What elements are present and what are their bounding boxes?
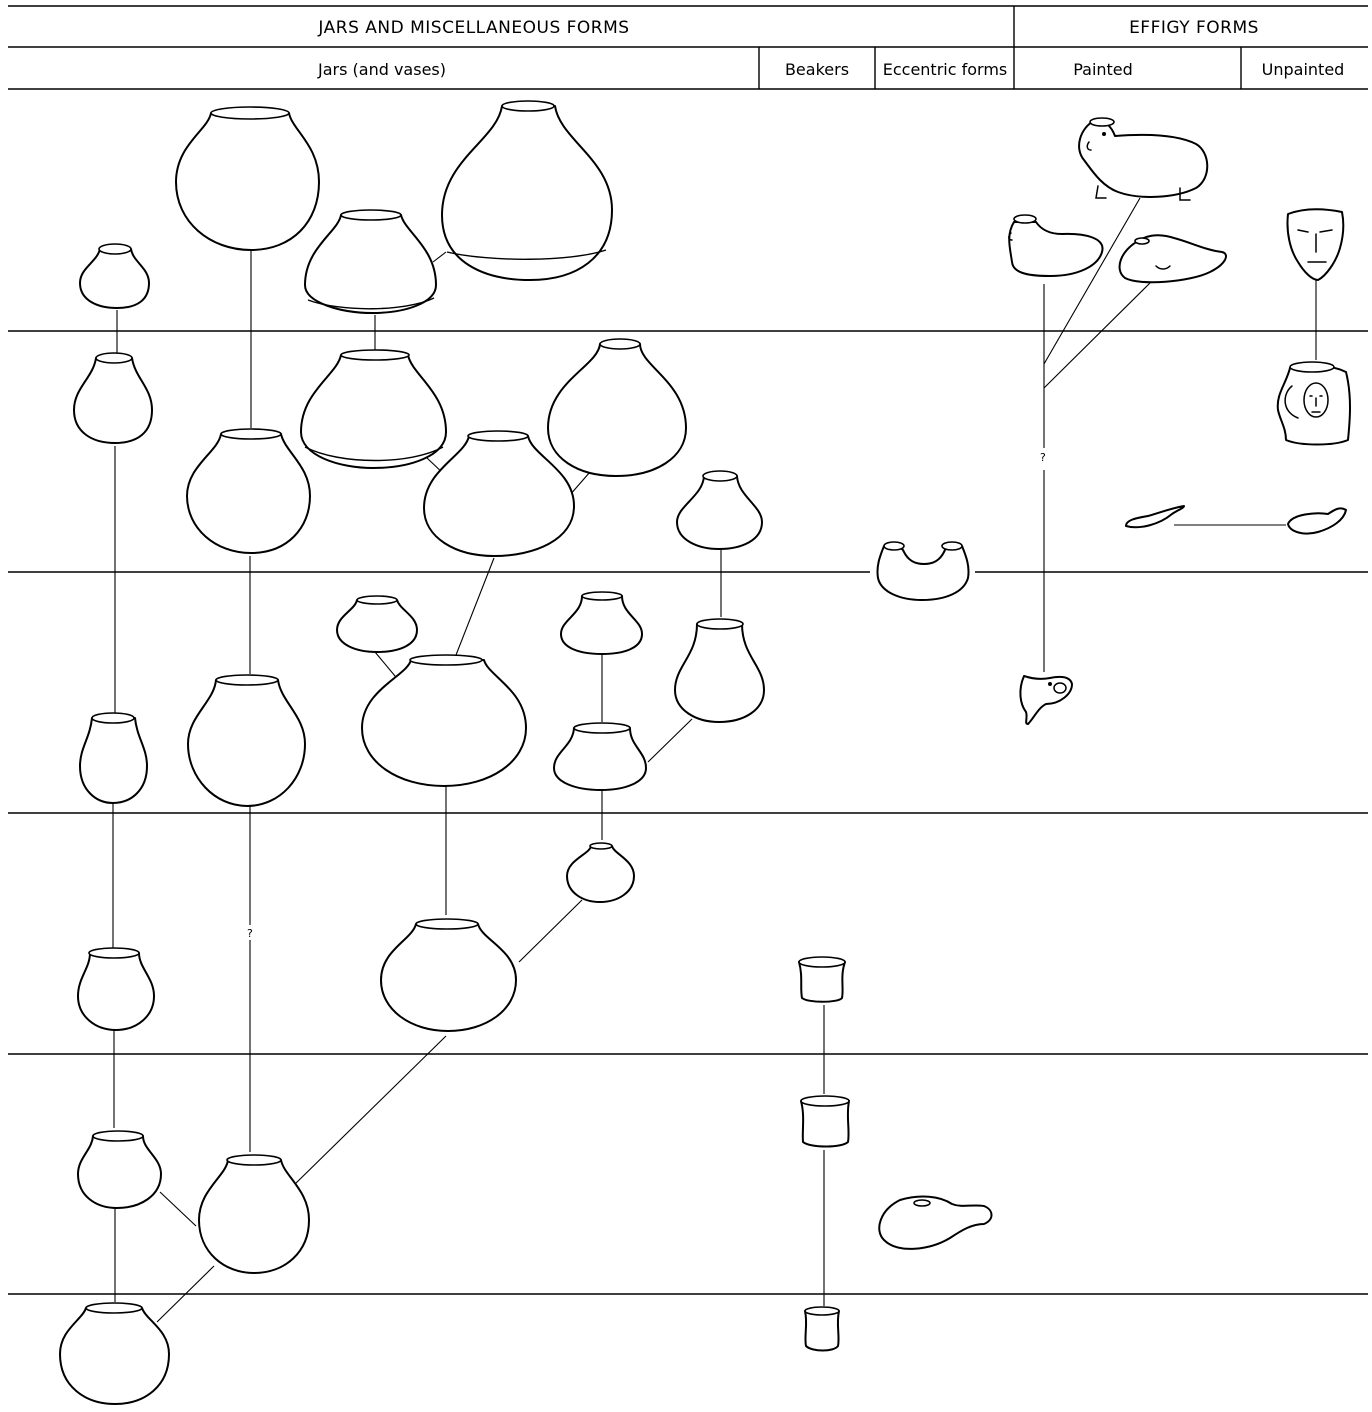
jar-vessel xyxy=(553,722,647,791)
jar-vessel xyxy=(77,947,155,1031)
evolution-links xyxy=(112,197,1317,1323)
effigy-unpainted-figure xyxy=(1286,208,1345,281)
jar-vessel xyxy=(79,712,148,804)
effigy-painted-figure xyxy=(1118,234,1227,284)
jar-vessel xyxy=(441,100,613,281)
effigy-unpainted-figure xyxy=(1276,361,1351,446)
beaker-vessel xyxy=(804,1306,840,1352)
jar-vessel xyxy=(380,918,517,1032)
uncertain-marker: ? xyxy=(1040,451,1046,464)
header-grid xyxy=(8,5,1368,90)
col-eccentric-label: Eccentric forms xyxy=(883,60,1008,79)
jar-vessel xyxy=(674,618,765,723)
jar-vessel xyxy=(547,338,687,477)
jar-vessel xyxy=(186,428,311,554)
jar-vessel xyxy=(304,209,437,314)
eccentric-effigy-vessel xyxy=(878,1195,993,1250)
jar-vessel xyxy=(187,674,306,807)
effigy-painted-figure xyxy=(1019,675,1073,725)
jar-vessel xyxy=(59,1302,170,1405)
jar-vessel xyxy=(423,430,575,557)
jar-vessel xyxy=(77,1130,162,1209)
beaker-vessel xyxy=(800,1095,850,1148)
jar-vessel xyxy=(175,106,320,251)
col-jars-label: Jars (and vases) xyxy=(317,60,446,79)
jar-vessel xyxy=(73,352,153,444)
uncertain-marker: ? xyxy=(247,927,253,940)
eccentric-effigy-vessel xyxy=(1287,507,1347,535)
jar-vessel xyxy=(361,654,527,787)
eccentric-double-spout-vessel xyxy=(876,541,970,601)
jar-vessel xyxy=(79,243,150,309)
col-painted-label: Painted xyxy=(1073,60,1133,79)
eccentric-effigy-vessel xyxy=(1125,505,1185,529)
col-beakers-label: Beakers xyxy=(785,60,849,79)
jars-misc-title: JARS AND MISCELLANEOUS FORMS xyxy=(317,18,629,38)
col-unpainted-label: Unpainted xyxy=(1262,60,1345,79)
period-dividers xyxy=(8,330,1368,1295)
jar-vessel xyxy=(300,349,447,469)
jar-vessel xyxy=(198,1154,310,1274)
jar-vessel xyxy=(560,591,643,655)
jar-vessel xyxy=(336,595,418,653)
jar-vessel xyxy=(566,842,635,903)
jar-vessel xyxy=(676,470,763,550)
effigy-painted-figure xyxy=(1008,214,1104,277)
effigy-title: EFFIGY FORMS xyxy=(1129,18,1259,38)
beaker-vessel xyxy=(798,956,846,1003)
effigy-painted-figure xyxy=(1078,117,1209,201)
